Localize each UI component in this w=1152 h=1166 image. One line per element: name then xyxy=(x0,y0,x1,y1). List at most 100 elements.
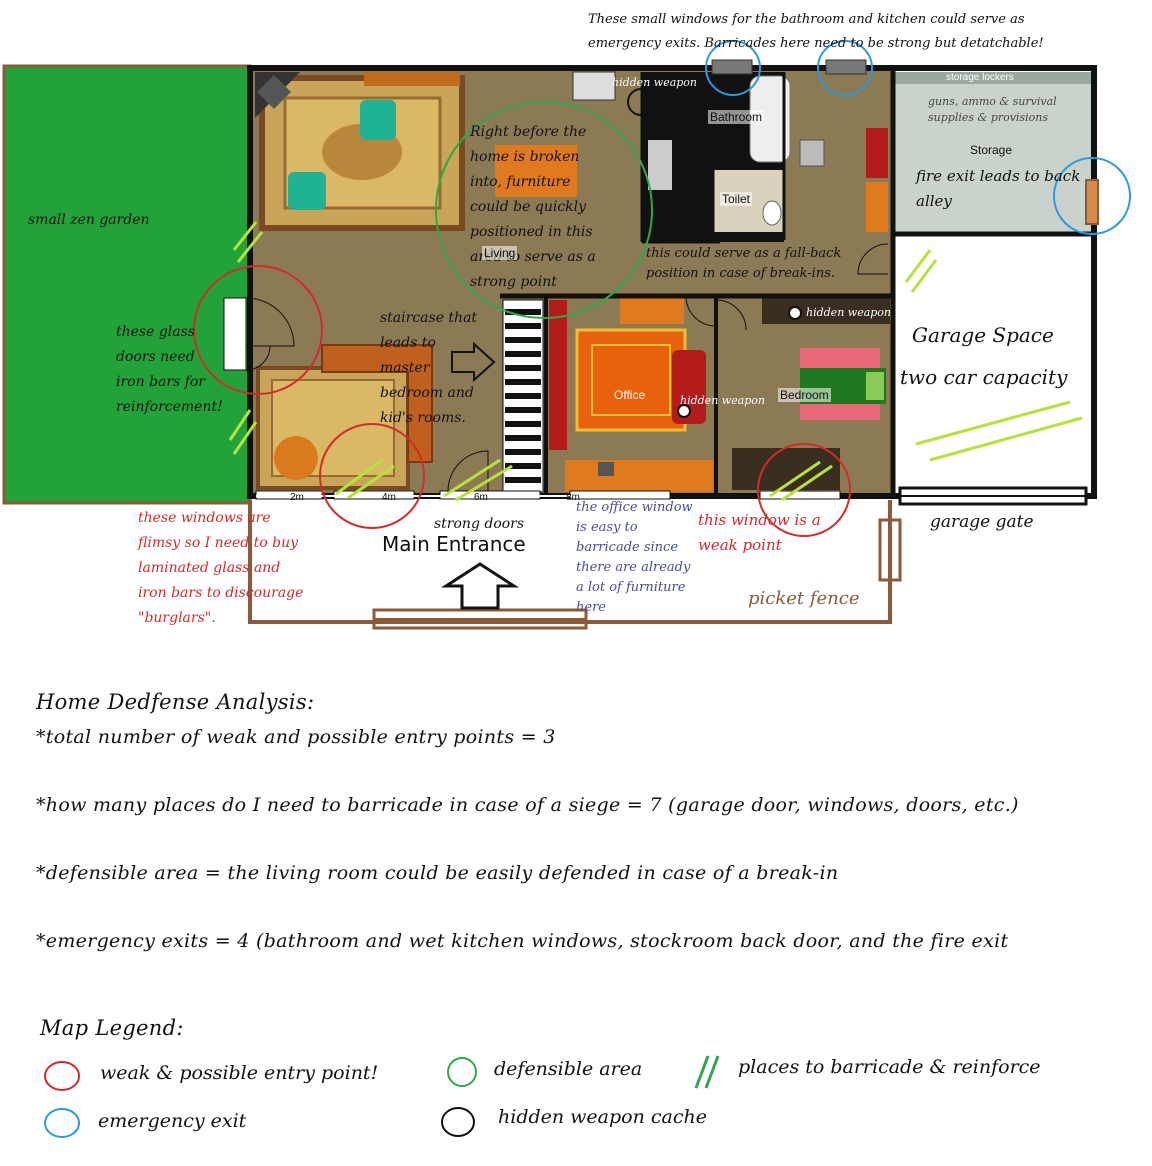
armchair-teal-1 xyxy=(360,100,396,140)
flimsy-note-line: iron bars to discourage xyxy=(138,585,304,601)
corridor-door-swing xyxy=(857,243,889,275)
analysis-line-2: *how many places do I need to barricade … xyxy=(36,794,1019,816)
flimsy-note-line: these windows are xyxy=(138,510,271,526)
glass-doors-note-line: reinforcement! xyxy=(116,399,223,415)
fallback-note: this could serve as a fall-back position… xyxy=(646,244,841,284)
picket-fence xyxy=(248,500,892,624)
office-window-note-line: there are already xyxy=(576,560,691,575)
analysis-title: Home Dedfense Analysis: xyxy=(36,690,315,714)
sink-counter xyxy=(648,140,672,190)
living-table xyxy=(495,145,577,197)
orange-shelf xyxy=(866,182,888,232)
garage-note: Garage Space two car capacity xyxy=(900,314,1067,398)
weak-point-circles xyxy=(193,265,851,537)
fire-exit-note-line: alley xyxy=(916,192,952,210)
weak-window-note-line: weak point xyxy=(698,536,782,554)
red-shelf xyxy=(866,128,888,178)
glass-doors-note-line: iron bars for xyxy=(116,374,206,390)
front-door-swing xyxy=(447,450,489,492)
office-window-note-line: the office window xyxy=(576,500,693,515)
storage-note-line: supplies & provisions xyxy=(928,111,1048,124)
hidden-weapon-label-office: hidden weapon xyxy=(680,394,766,407)
staircase-note-line: staircase that xyxy=(380,310,478,326)
bedroom-desk xyxy=(732,448,840,490)
office-desk-bottom xyxy=(565,460,713,492)
office-bookshelf xyxy=(549,300,567,450)
living-strong-point-note: Right before the home is broken into, fu… xyxy=(470,120,596,295)
analysis-line-3: *defensible area = the living room could… xyxy=(36,862,839,884)
glass-doors-note: these glass doors need iron bars for rei… xyxy=(116,320,223,420)
fire-exit-note: fire exit leads to back alley xyxy=(916,164,1080,214)
hidden-weapon-circles xyxy=(627,88,802,418)
analysis-line-1: *total number of weak and possible entry… xyxy=(36,726,556,748)
bedroom-dresser xyxy=(762,298,890,324)
living-note-line: positioned in this xyxy=(470,224,593,240)
office-door-swing xyxy=(685,295,717,327)
fallback-note-line: position in case of break-ins. xyxy=(646,266,836,281)
legend-weapon-symbol xyxy=(441,1107,475,1137)
floor-plan-map xyxy=(2,40,1131,630)
storage-note-line: guns, ammo & survival xyxy=(928,95,1057,108)
storage-floor xyxy=(893,72,1093,234)
bathroom-small-window xyxy=(825,59,867,75)
stair-arrow xyxy=(451,341,496,383)
room-label-bedroom: Bedroom xyxy=(778,388,831,402)
picket-fence-label: picket fence xyxy=(748,588,860,609)
scale-mark-8m: 8m xyxy=(566,492,580,503)
room-label-office: Office xyxy=(614,388,646,402)
top-shelf xyxy=(364,72,460,86)
storage-lockers-label: storage lockers xyxy=(946,72,1014,83)
stove xyxy=(572,71,616,101)
weak-window-note-line: this window is a xyxy=(698,511,821,529)
flimsy-windows-note: these windows are flimsy so I need to bu… xyxy=(138,506,303,631)
office-window-note: the office window is easy to barricade s… xyxy=(576,498,693,618)
storage-back-door xyxy=(1085,179,1099,225)
flimsy-note-line: "burglars". xyxy=(138,610,216,626)
living-note-line: Right before the xyxy=(470,124,587,140)
garage-gate-label: garage gate xyxy=(930,512,1034,532)
living-note-line: home is broken xyxy=(470,149,580,165)
top-note-line-2: emergency exits. Barricades here need to… xyxy=(588,36,1044,51)
storage-supplies-note: guns, ammo & survival supplies & provisi… xyxy=(928,94,1057,126)
scale-mark-2m: 2m xyxy=(290,492,304,503)
analysis-line-4: *emergency exits = 4 (bathroom and wet k… xyxy=(36,930,1009,952)
bedroom-window xyxy=(759,490,841,500)
office-top-desk xyxy=(620,296,684,324)
fence-side-gate xyxy=(878,518,902,582)
room-label-toilet: Toilet xyxy=(720,192,753,206)
legend-title: Map Legend: xyxy=(40,1016,184,1040)
barricade-marks xyxy=(228,221,1083,502)
fire-exit-note-line: fire exit leads to back xyxy=(916,167,1081,185)
glass-doors-note-line: these glass xyxy=(116,324,196,340)
legend-exit-label: emergency exit xyxy=(98,1110,247,1132)
weak-window-note: this window is a weak point xyxy=(698,508,821,558)
sofa-l-shape xyxy=(321,344,433,463)
stair-steps xyxy=(505,309,541,483)
office-window-note-line: a lot of furniture xyxy=(576,580,686,595)
legend-weapon-label: hidden weapon cache xyxy=(498,1106,707,1128)
corridor-sink xyxy=(799,139,825,167)
legend-weak-symbol xyxy=(44,1061,80,1091)
office-window-note-line: is easy to xyxy=(576,520,638,535)
living-note-line: into, furniture xyxy=(470,174,571,190)
main-entrance-label: Main Entrance xyxy=(382,532,526,556)
glass-door-swing xyxy=(245,297,295,347)
legend-defensible-label: defensible area xyxy=(494,1058,643,1080)
glass-doors-note-line: doors need xyxy=(116,349,195,365)
garden-label: small zen garden xyxy=(28,212,150,228)
scale-mark-6m: 6m xyxy=(474,492,488,503)
room-label-storage: Storage xyxy=(970,143,1013,157)
legend-exit-symbol xyxy=(44,1108,80,1138)
garage-floor xyxy=(895,236,1093,488)
toilet-bowl xyxy=(762,200,782,226)
living-note-line: strong point xyxy=(470,274,557,290)
staircase-note-line: leads to xyxy=(380,335,436,351)
office-window-note-line: here xyxy=(576,600,606,615)
hidden-weapon-label-hall: hidden weapon xyxy=(806,306,892,319)
bedroom-door-swing xyxy=(715,299,747,331)
scale-mark-4m: 4m xyxy=(382,492,396,503)
legend-symbols xyxy=(44,1055,720,1138)
glass-door-left xyxy=(223,297,247,371)
emergency-exit-circles xyxy=(705,40,1131,235)
room-label-bathroom: Bathroom xyxy=(708,110,765,124)
